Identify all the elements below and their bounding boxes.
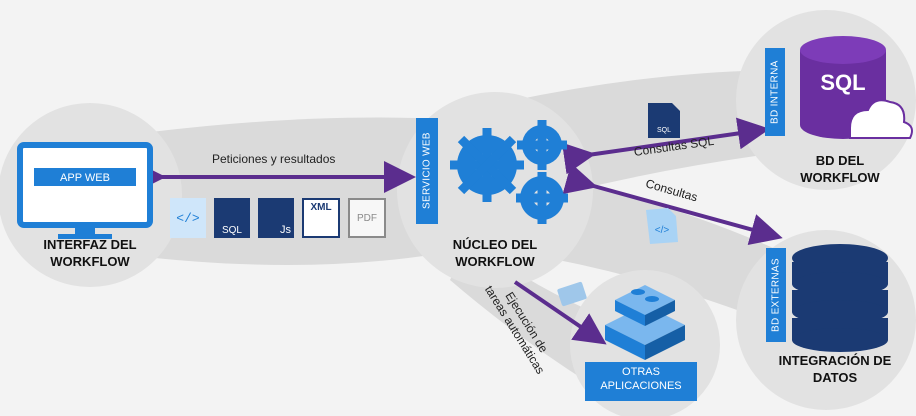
pdf-file-text: PDF (357, 212, 377, 224)
interfaz-title-line1: INTERFAZ DEL (43, 237, 137, 252)
servicio-web-badge: SERVICIO WEB (416, 118, 438, 224)
pdf-file-icon: PDF (348, 198, 386, 238)
sql-icon-text: SQL (820, 70, 866, 95)
lego-blocks-icon (605, 285, 685, 360)
peticiones-label: Peticiones y resultados (212, 152, 336, 166)
app-web-badge: APP WEB (34, 168, 136, 186)
otras-line2: APLICACIONES (600, 380, 682, 392)
js-file-text: Js (280, 224, 291, 236)
sql-doc-edge-icon: SQL (648, 103, 680, 138)
gears-icon (450, 120, 568, 224)
bd-externas-badge: BD EXTERNAS (766, 248, 786, 342)
xml-file-icon: XML (302, 198, 340, 238)
bd-interna-title-line2: WORKFLOW (800, 170, 880, 185)
nucleo-title-line1: NÚCLEO DEL (452, 237, 538, 252)
bd-interna-title: BD DEL WORKFLOW (790, 152, 890, 186)
arrow-ejecucion (513, 280, 607, 345)
xml-file-text: XML (310, 202, 332, 213)
arrow-consultas-sql (561, 117, 770, 175)
sql-file-icon: SQL (214, 198, 250, 238)
integracion-title-line1: INTEGRACIÓN DE (778, 353, 892, 368)
otras-line1: OTRAS (622, 366, 660, 378)
integracion-title-line2: DATOS (812, 370, 858, 385)
svg-text:</>: </> (655, 225, 670, 236)
file-icons-row: </> SQL Js XML PDF (170, 198, 400, 240)
email-edge-icon (557, 281, 587, 307)
arrow-consultas (562, 163, 783, 246)
interfaz-title-line2: WORKFLOW (50, 254, 130, 269)
interfaz-title: INTERFAZ DEL WORKFLOW (20, 236, 160, 270)
code-file-icon: </> (170, 198, 206, 238)
bd-interna-badge: BD INTERNA (765, 48, 785, 136)
monitor-icon (17, 142, 153, 239)
sql-file-text: SQL (221, 225, 242, 236)
js-file-icon: Js (258, 198, 294, 238)
code-doc-edge-icon: </> (646, 208, 678, 244)
svg-text:SQL: SQL (657, 127, 671, 134)
nucleo-title: NÚCLEO DEL WORKFLOW (430, 236, 560, 270)
sql-database-icon (800, 36, 913, 139)
external-database-icon (792, 244, 888, 352)
bd-interna-title-line1: BD DEL (815, 153, 865, 168)
code-file-text: </> (176, 210, 200, 226)
nucleo-title-line2: WORKFLOW (455, 254, 535, 269)
otras-aplicaciones-badge: OTRAS APLICACIONES (585, 362, 697, 401)
integracion-title: INTEGRACIÓN DE DATOS (765, 352, 905, 386)
